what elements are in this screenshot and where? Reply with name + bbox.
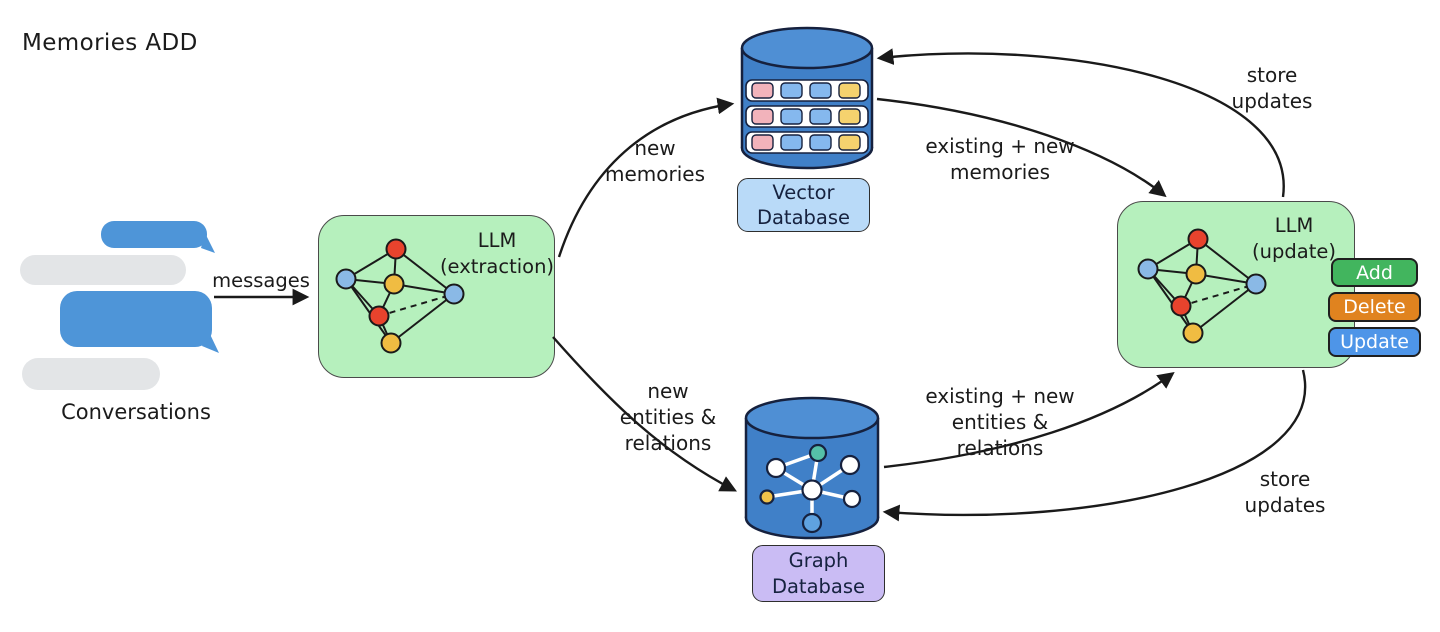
conversations-label: Conversations: [61, 400, 211, 424]
label-messages: messages: [212, 269, 310, 292]
memory-chips: [751, 82, 861, 151]
add-button[interactable]: Add: [1331, 258, 1418, 287]
llm-update-title: LLM (update): [1252, 214, 1336, 264]
vector-database-cylinder: [740, 26, 874, 170]
label-new-entities-relations: new entities & relations: [619, 379, 717, 455]
chat-bubble-blue: [60, 291, 212, 347]
vector-database-label: Vector Database: [737, 178, 870, 232]
chat-bubble-gray: [22, 358, 160, 390]
conversation-bubbles: [20, 221, 219, 390]
llm-extraction-title: LLM (extraction): [439, 229, 555, 279]
graph-network: [759, 443, 862, 534]
graph-database-label: Graph Database: [752, 545, 885, 602]
bubble-tail: [201, 233, 215, 253]
update-button[interactable]: Update: [1328, 327, 1421, 357]
memory-rows: [745, 79, 869, 154]
label-new-memories: new memories: [604, 136, 705, 186]
chat-bubble-blue: [101, 221, 207, 248]
label-existing-new-memories: existing + new memories: [925, 134, 1075, 184]
label-store-updates-top: store updates: [1231, 63, 1313, 113]
graph-database-cylinder: [744, 396, 880, 540]
delete-button[interactable]: Delete: [1328, 292, 1421, 322]
bubble-tail: [202, 330, 219, 353]
label-store-updates-bottom: store updates: [1244, 467, 1326, 517]
diagram-title: Memories ADD: [22, 30, 198, 56]
label-existing-new-entities-relations: existing + new entities & relations: [925, 384, 1075, 460]
chat-bubble-gray: [20, 255, 186, 285]
